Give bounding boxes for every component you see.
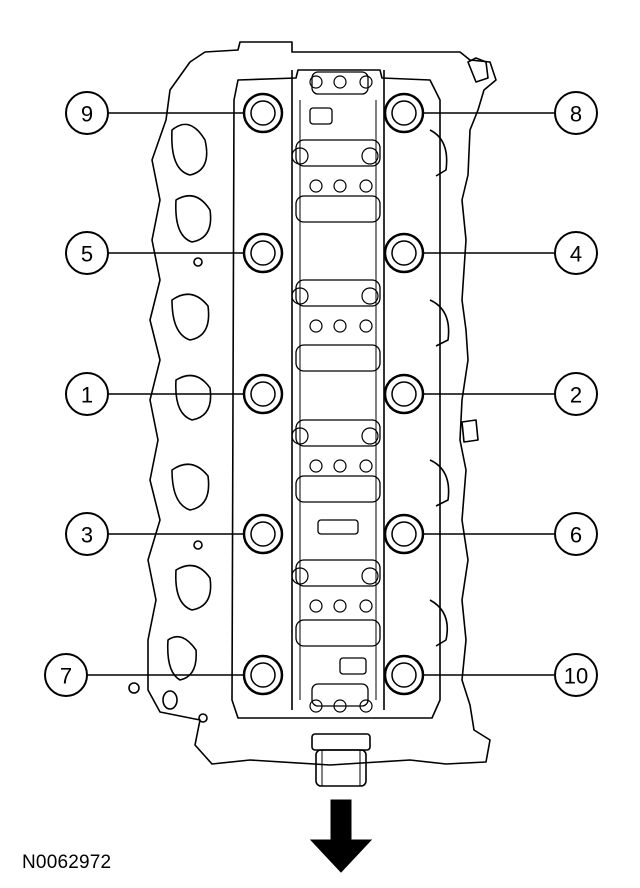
head-bolt-10 [383,654,425,696]
head-bolts [242,92,425,696]
callout-4-label: 4 [570,242,582,267]
callout-7-label: 7 [60,664,72,689]
callout-3-label: 3 [81,523,93,548]
callout-5-label: 5 [81,242,93,267]
leader-lines [87,112,554,676]
head-bolt-4 [383,232,425,274]
callout-9: 9 [65,91,109,135]
head-bolt-2 [383,373,425,415]
callout-10-label: 10 [564,664,588,689]
callout-10: 10 [554,653,598,697]
head-bolt-6 [383,513,425,555]
callout-2-label: 2 [570,383,582,408]
cylinder-head-outline [128,41,497,787]
callout-5: 5 [65,231,109,275]
callouts: 9 8 5 4 1 2 3 6 7 10 [44,91,598,697]
callout-7: 7 [44,653,88,697]
callout-9-label: 9 [81,102,93,127]
callout-2: 2 [554,372,598,416]
callout-8: 8 [554,91,598,135]
callout-1: 1 [65,372,109,416]
callout-3: 3 [65,512,109,556]
head-bolt-1 [242,373,284,415]
head-bolt-5 [242,232,284,274]
callout-1-label: 1 [81,383,93,408]
callout-6-label: 6 [570,523,582,548]
figure-id-label: N0062972 [22,852,112,873]
head-bolt-7 [242,654,284,696]
down-arrow-icon [309,799,373,873]
callout-6: 6 [554,512,598,556]
head-bolt-9 [242,92,284,134]
callout-8-label: 8 [570,102,582,127]
callout-4: 4 [554,231,598,275]
head-bolt-8 [383,92,425,134]
head-bolt-3 [242,513,284,555]
